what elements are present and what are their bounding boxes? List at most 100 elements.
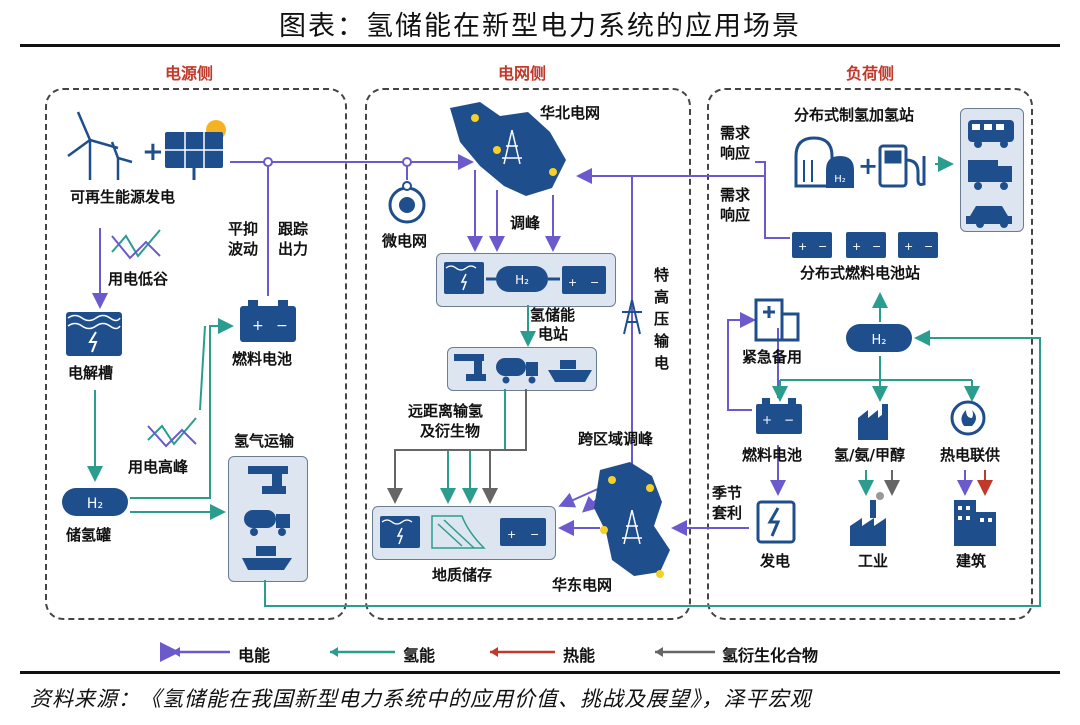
uhv-char-4: 输 [654,332,670,350]
load-fuel-cell-label: 燃料电池 [742,446,803,464]
svg-text:+: + [568,276,577,289]
power-gen-label: 发电 [760,552,791,570]
microgrid-label: 微电网 [382,232,428,250]
uhv-char-1: 特 [654,266,670,284]
svg-text:−: − [924,240,933,253]
svg-text:+: + [507,528,516,541]
car-icon [966,206,1012,228]
svg-text:+: + [798,240,807,253]
svg-text:+: + [904,240,913,253]
svg-text:−: − [276,318,288,334]
storage-tank-label: 储氢罐 [66,526,112,544]
plus-icon: + [142,137,164,167]
industry-label: 工业 [858,552,889,570]
smooth-label-1: 平抑 [228,220,259,238]
svg-text:H₂: H₂ [515,273,529,287]
page-title: 图表：氢储能在新型电力系统的应用场景 [279,11,801,42]
grid-side-panel [365,88,691,620]
h2-station-label-2: 电站 [538,325,569,343]
demand-response-line [576,161,766,184]
transport-loop-line [264,330,1041,607]
svg-text:−: − [530,528,539,541]
legend-derivative: 氢衍生化合物 [722,646,819,665]
station-fuel-cell-icon: +− [562,266,606,294]
station-hydrogen-tank-icon: H₂ [496,266,548,292]
truck-icon [968,160,1012,190]
electrolyzer-icon [66,312,122,356]
source-citation: 资料来源：《氢储能在我国新型电力系统中的应用价值、挑战及展望》，泽平宏观 [30,687,812,711]
hydrogen-production-icon: H₂ [794,136,854,188]
station-electrolyzer-icon [444,262,484,294]
svg-text:−: − [784,413,794,427]
demand-response-1a: 需求 [720,124,751,142]
svg-text:−: − [818,240,827,253]
load-fuel-cell-icon: +− [756,398,802,434]
geo-fuel-cell-icon: +− [500,518,546,546]
source-fuel-cell-label: 燃料电池 [232,350,293,368]
svg-text:+: + [252,318,264,334]
section-load-side: 负荷侧 [846,64,895,83]
tank-to-fuel-cell-line [130,318,234,499]
svg-text:H₂: H₂ [872,333,887,348]
solar-panel-icon [165,120,226,180]
renewable-label: 可再生能源发电 [70,188,176,206]
bottom-rule [20,671,1060,674]
chp-icon [950,400,986,436]
grid-ship-icon [548,360,592,382]
svg-text:+: + [762,413,772,427]
pipe-icon [248,466,288,494]
track-label-2: 出力 [278,240,309,258]
legend-electric: 电能 [238,646,271,665]
h2-refuel-station-label: 分布式制氢加氢站 [794,106,915,124]
source-side-panel [45,88,347,620]
distributed-fuel-cell-icons: +−+−+− [792,232,938,258]
electrolyzer-label: 电解槽 [68,364,114,382]
smooth-label-2: 波动 [228,240,259,258]
east-grid-label: 华东电网 [552,576,613,594]
long-distance-label-1: 远距离输氢 [408,402,484,420]
building-label: 建筑 [956,552,987,570]
title-rule [20,44,1060,47]
chp-label: 热电联供 [940,446,1001,464]
h2-transport-label: 氢气运输 [234,432,295,450]
h2-station-label-1: 氢储能 [530,306,576,324]
demand-response-2a: 需求 [720,186,751,204]
north-grid-label: 华北电网 [540,104,601,122]
building-icon [954,500,996,546]
section-source-side: 电源侧 [165,64,214,83]
legend-heat: 热能 [563,646,596,665]
load-hydrogen-tank-icon: H₂ [846,324,912,352]
ship-icon [242,546,292,570]
north-china-grid-map-icon [450,102,566,196]
svg-text:−: − [590,276,599,289]
peak-label: 用电高峰 [128,458,189,476]
fuel-cell-station-label: 分布式燃料电池站 [800,264,921,282]
wind-turbine-icon [67,111,133,180]
uhv-tower-icon [622,299,642,335]
geo-storage-label: 地质储存 [432,566,493,584]
emergency-label: 紧急备用 [742,348,803,366]
cross-region-label: 跨区域调峰 [578,430,654,448]
hospital-icon [754,298,800,342]
peak-shaving-label: 调峰 [510,214,541,232]
svg-text:+: + [852,240,861,253]
uhv-char-3: 压 [654,310,670,328]
tanker-truck-icon [244,510,290,536]
svg-text:H₂: H₂ [87,496,103,512]
track-label-1: 跟踪 [278,220,309,238]
demand-response-1b: 响应 [720,144,751,162]
microgrid-icon [388,181,426,224]
grid-pipe-icon [454,354,486,381]
load-plus-icon: + [858,152,878,180]
low-valley-label: 用电低谷 [108,270,169,288]
geo-electrolyzer-icon [380,516,420,548]
svg-text:H₂: H₂ [834,174,846,185]
seasonal-label-2: 套利 [712,504,743,522]
fuel-cell-battery-icon: +− [240,300,296,342]
uhv-char-5: 电 [654,354,670,372]
geo-storage-icon [431,515,486,549]
demand-response-2b: 响应 [720,206,751,224]
chemicals-label: 氢/氨/甲醇 [834,446,905,464]
hydrogen-tank-icon: H₂ [62,488,128,516]
